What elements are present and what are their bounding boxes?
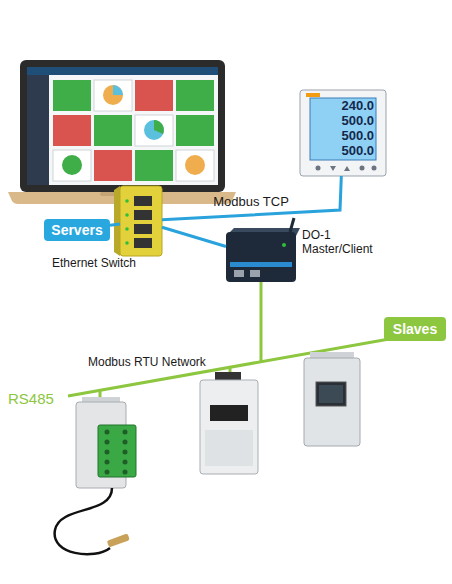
node-text: 500.0	[310, 143, 374, 158]
energy-meter	[200, 372, 258, 474]
laptop	[144, 120, 164, 140]
laptop	[176, 150, 214, 181]
laptop	[185, 155, 205, 175]
power-meter-body	[316, 166, 321, 171]
power-meter: 240.0500.0500.0500.0	[300, 90, 386, 176]
laptop	[27, 67, 218, 185]
laptop	[154, 120, 164, 134]
laptop	[135, 150, 173, 181]
laptop	[135, 80, 173, 111]
network-cable	[162, 176, 341, 220]
power-meter-body	[344, 166, 350, 171]
rs485-bus	[260, 282, 263, 362]
node-text: 240.0	[310, 98, 374, 113]
protocol-label: Modbus TCP	[213, 194, 289, 209]
gateway-body	[250, 270, 260, 277]
gateway-body	[290, 218, 294, 232]
laptop	[103, 85, 123, 105]
laptop	[27, 75, 49, 185]
network-cable	[110, 224, 120, 225]
servers-tag: Servers	[44, 219, 110, 241]
energy-meter	[205, 430, 253, 466]
ethernet-switch-body	[114, 186, 120, 256]
energy-meter	[210, 405, 248, 421]
ethernet-switch-body	[125, 199, 129, 203]
ethernet-switch-body	[134, 238, 152, 248]
laptop	[62, 155, 82, 175]
laptop	[53, 80, 91, 111]
energy-meter	[200, 380, 258, 474]
temperature-module	[105, 450, 110, 455]
slaves-tag: Slaves	[384, 317, 446, 341]
temperature-module	[123, 460, 128, 465]
temperature-module	[55, 488, 112, 554]
power-meter-body	[372, 166, 377, 171]
power-meter-body	[360, 166, 365, 171]
temperature-module	[123, 430, 128, 435]
network-cable	[162, 227, 226, 246]
ethernet-switch-body	[134, 210, 152, 220]
ethernet-switch-body	[134, 196, 152, 206]
laptop	[113, 85, 123, 95]
ethernet-switch: Ethernet Switch	[120, 186, 162, 256]
laptop	[53, 150, 91, 181]
ethernet-switch-body	[125, 241, 129, 245]
node-text: 500.0	[310, 128, 374, 143]
laptop	[20, 60, 225, 192]
laptop	[135, 115, 173, 146]
laptop	[94, 80, 132, 111]
bus-label: RS485	[8, 390, 54, 407]
gateway-body	[226, 232, 296, 282]
slave-meter	[316, 382, 346, 406]
temperature-module	[105, 440, 110, 445]
node-text: 500.0	[310, 113, 374, 128]
power-meter-body	[330, 166, 336, 171]
gateway-body	[226, 218, 300, 282]
laptop	[176, 115, 214, 146]
gateway-device: DO-1 Master/Client	[226, 232, 296, 282]
power-meter-body	[306, 93, 320, 97]
node-text: Ethernet Switch	[52, 256, 136, 270]
node-text: Servers	[51, 222, 102, 238]
temperature-module	[105, 470, 110, 475]
ethernet-switch-body	[114, 186, 162, 256]
temperature-module	[123, 440, 128, 445]
gateway-body	[234, 270, 244, 277]
slave-meter	[304, 352, 360, 446]
temperature-module	[107, 533, 130, 547]
gateway-body	[282, 243, 286, 247]
temperature-module	[105, 460, 110, 465]
slave-meter	[304, 358, 360, 446]
gateway-body	[230, 262, 292, 267]
node-text: Slaves	[393, 321, 437, 337]
laptop	[8, 60, 236, 204]
ethernet-switch-body	[125, 213, 129, 217]
laptop	[94, 150, 132, 181]
power-meter-body	[310, 98, 376, 160]
temperature-module	[105, 430, 110, 435]
ethernet-switch-body	[120, 186, 162, 256]
network-label: Modbus RTU Network	[88, 355, 206, 369]
laptop	[27, 67, 218, 75]
ethernet-switch-body	[134, 224, 152, 234]
laptop	[94, 115, 132, 146]
laptop	[176, 80, 214, 111]
temperature-module	[55, 397, 136, 554]
temperature-module	[123, 470, 128, 475]
node-text: DO-1 Master/Client	[302, 228, 386, 256]
temperature-module	[123, 450, 128, 455]
temperature-module	[98, 425, 136, 477]
ethernet-switch-body	[125, 227, 129, 231]
slave-meter	[319, 385, 343, 403]
laptop	[53, 115, 91, 146]
power-meter-body	[300, 90, 386, 176]
power-meter-body	[300, 90, 386, 176]
